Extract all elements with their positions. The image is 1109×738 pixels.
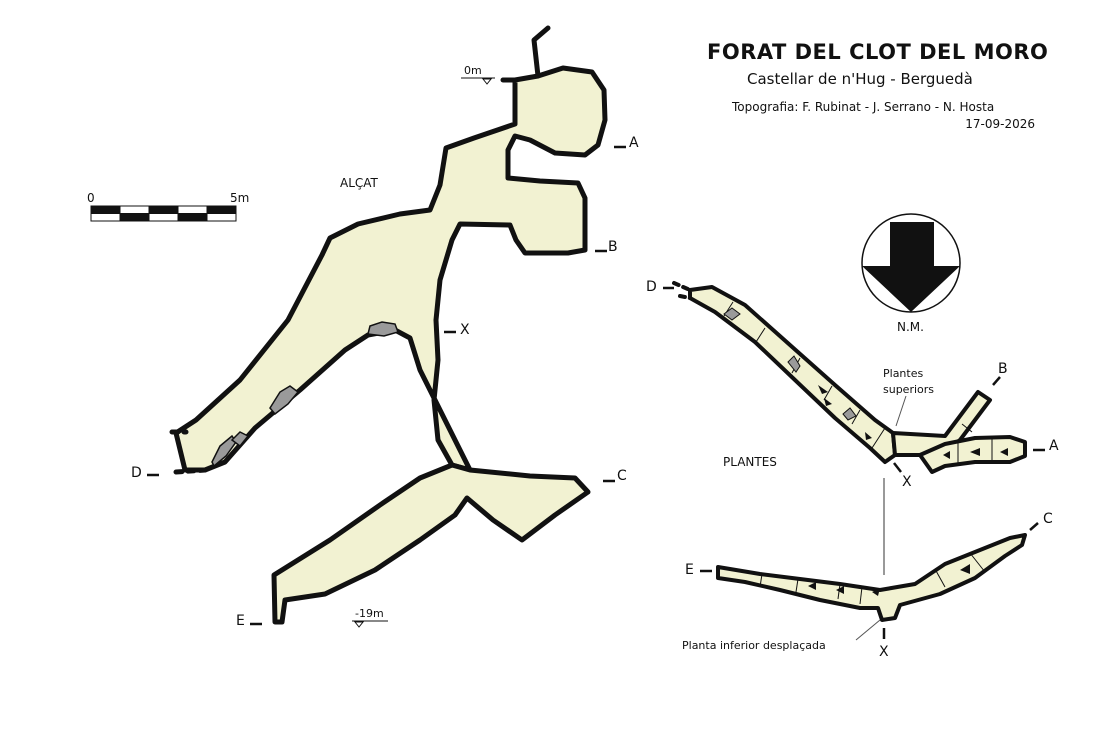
elevation-section-d: D — [131, 465, 142, 481]
slope-arrow-icon — [943, 451, 950, 459]
plan-section-d: D — [646, 279, 657, 295]
upper-plans-label-line2: superiors — [883, 383, 935, 396]
survey-date: 17-09-2026 — [965, 117, 1035, 131]
elevation-upper-passage — [173, 65, 608, 473]
slope-arrow-icon — [1000, 448, 1008, 456]
elevation-section-c: C — [617, 468, 627, 484]
scale-bar-end: 5m — [230, 191, 250, 205]
lower-plan-leader — [855, 619, 881, 641]
elevation-title: ALÇAT — [340, 176, 378, 190]
elevation-section — [169, 25, 608, 625]
rock-icon — [787, 355, 801, 373]
scale-bar-start: 0 — [87, 191, 95, 205]
north-arrow-icon — [861, 213, 961, 313]
plan-section-c: C — [1043, 511, 1053, 527]
elevation-section-e: E — [236, 613, 245, 629]
plan-section-ticks — [663, 286, 1045, 639]
plan-section-e: E — [685, 562, 694, 578]
elevation-section-x: X — [460, 322, 470, 338]
survey-credits: Topografia: F. Rubinat - J. Serrano - N.… — [732, 100, 995, 114]
rock-icon — [723, 307, 741, 321]
depth-top-label: 0m — [464, 64, 482, 77]
elevation-entrance-shaft — [531, 25, 551, 79]
plan-lower-sections — [759, 552, 986, 605]
upper-plans-label-line1: Plantes — [883, 367, 924, 380]
plan-upper-arrows — [818, 385, 1008, 459]
slope-arrow-icon — [970, 448, 980, 456]
rock-icon — [269, 385, 300, 416]
plan-section-x-upper: X — [902, 474, 912, 490]
rock-icon — [367, 321, 399, 337]
elevation-open-end-d — [169, 429, 208, 475]
plan-section-b: B — [998, 361, 1008, 377]
plan-upper-passage-a — [918, 435, 1027, 474]
slope-arrow-icon — [824, 398, 832, 406]
elevation-rocks — [211, 321, 399, 468]
depth-marker-icon — [481, 78, 493, 85]
survey-title: FORAT DEL CLOT DEL MORO — [707, 40, 1049, 64]
plan-upper-passage-d — [688, 285, 897, 464]
slope-arrow-icon — [836, 586, 844, 594]
slope-arrow-icon — [872, 588, 880, 596]
lower-plan-label: Planta inferior desplaçada — [682, 639, 826, 652]
scale-bar — [90, 205, 237, 222]
slope-arrow-icon — [865, 432, 872, 440]
plan-section-x-lower: X — [879, 644, 889, 660]
plan-lower — [716, 533, 1027, 622]
depth-markers — [352, 77, 495, 628]
plan-lower-arrows — [808, 564, 970, 596]
rock-icon — [230, 431, 250, 448]
elevation-section-b: B — [608, 239, 618, 255]
slope-arrow-icon — [818, 385, 828, 394]
plans-title: PLANTES — [723, 455, 777, 469]
depth-marker-icon — [353, 621, 365, 628]
slope-arrow-icon — [808, 582, 816, 590]
upper-plan-leader — [895, 395, 907, 427]
slope-arrow-icon — [960, 564, 970, 574]
plan-lower-passage — [716, 533, 1027, 622]
elevation-section-ticks — [147, 145, 626, 626]
depth-bottom-label: -19m — [355, 607, 384, 620]
elevation-section-a: A — [629, 135, 639, 151]
rock-icon — [842, 407, 857, 421]
survey-location: Castellar de n'Hug - Berguedà — [747, 70, 973, 88]
plan-section-a: A — [1049, 438, 1059, 454]
plan-upper-sections — [723, 301, 993, 463]
plan-upper — [672, 281, 1027, 474]
north-label: N.M. — [897, 320, 924, 334]
plan-open-end-d — [672, 281, 692, 300]
plan-upper-rocks — [723, 307, 857, 421]
elevation-lower-gallery — [271, 462, 591, 625]
